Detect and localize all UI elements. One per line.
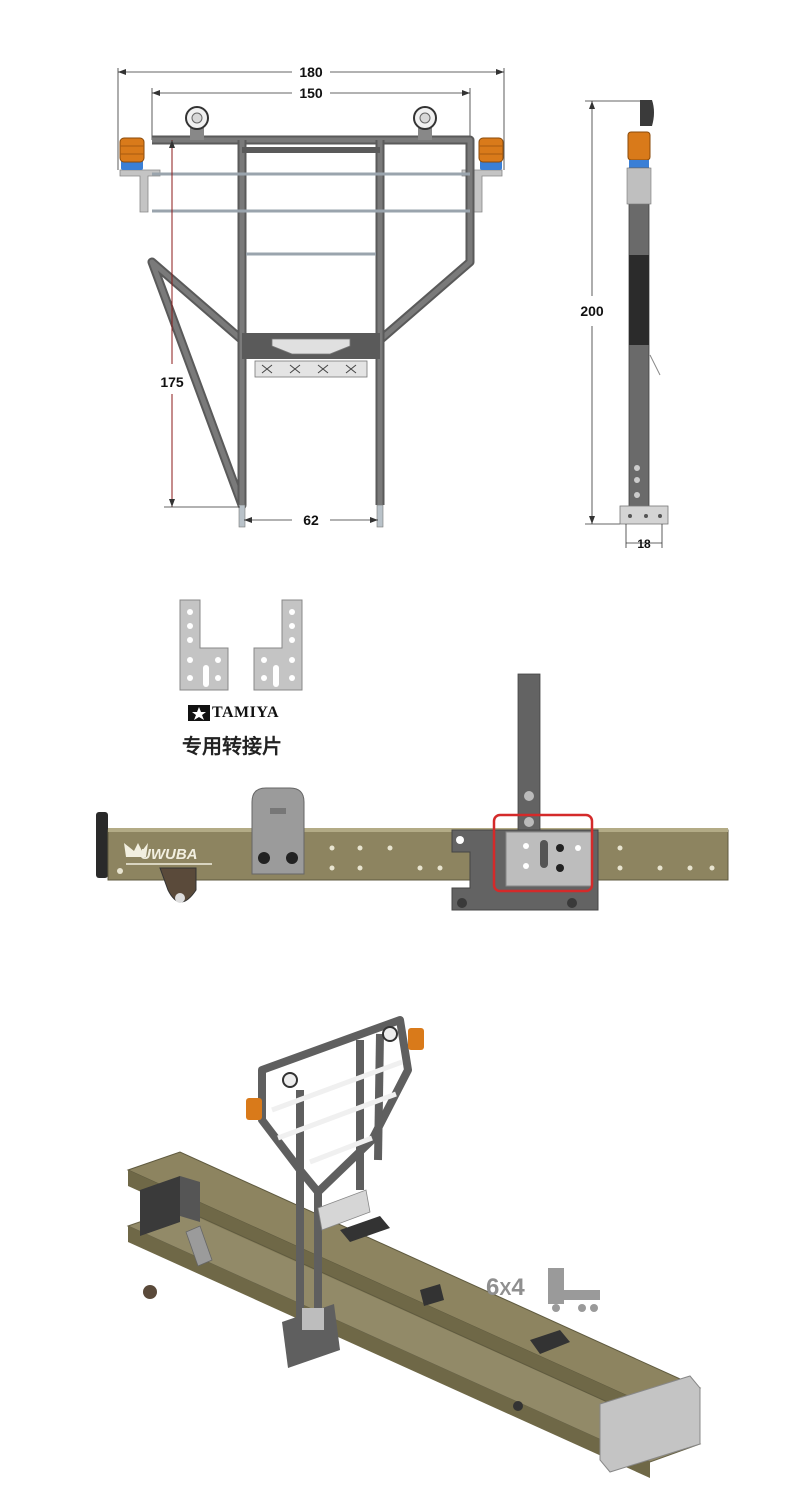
adapter-panel: UWUBA TAMIYA 专用转接片 <box>0 570 800 930</box>
dimension-150: 150 <box>151 85 471 140</box>
iso-crossbars <box>271 1059 403 1165</box>
right-spotlight <box>413 106 437 140</box>
orthographic-views-panel: 180 150 <box>0 0 800 570</box>
dim-height-label: 175 <box>160 374 184 390</box>
dimension-62: 62 <box>244 512 378 528</box>
isometric-drawing <box>126 1016 702 1478</box>
iso-spotlight-left <box>282 1072 298 1088</box>
tamiya-star-icon <box>188 705 210 721</box>
iso-light-bracket <box>317 1189 371 1231</box>
light-bar-marks <box>261 364 357 374</box>
frame-leg-mount <box>451 673 599 911</box>
wheel-config-right: 4 <box>511 1274 525 1301</box>
front-bumper-bracket <box>599 1375 701 1473</box>
adapter-plate-right <box>253 599 303 691</box>
highlight-box <box>492 813 594 893</box>
iso-chassis-rails <box>126 1151 702 1478</box>
iso-ladder-frame <box>258 1016 412 1330</box>
wheel-config-left: 6 <box>486 1274 500 1301</box>
adapter-plate-left <box>179 599 229 691</box>
dimension-175: 175 <box>160 140 240 508</box>
dim-leg-spacing-label: 62 <box>303 512 319 528</box>
left-spotlight <box>185 106 209 140</box>
side-beacon <box>627 131 651 161</box>
left-leg-tip <box>238 504 246 528</box>
wheel-config-label: 6X4 <box>486 1274 525 1302</box>
side-spotlight <box>640 100 654 126</box>
front-side-drawing: 180 150 <box>117 64 669 551</box>
adapter-caption: 专用转接片 <box>182 734 282 758</box>
ladder-frame <box>147 135 475 510</box>
left-beacon <box>119 137 145 170</box>
side-view: 200 18 <box>580 100 669 551</box>
side-dim-height-label: 200 <box>580 303 604 319</box>
light-mount-plate <box>271 338 351 355</box>
light-bar-bracket <box>254 360 368 378</box>
dimension-180: 180 <box>117 64 505 170</box>
front-view: 180 150 <box>117 64 505 528</box>
adapter-drawing: UWUBA <box>96 599 729 911</box>
dim-frame-width-label: 150 <box>299 85 323 101</box>
tamiya-adapter-installed <box>505 831 593 887</box>
tamiya-brand-label: TAMIYA <box>212 704 280 721</box>
wheel-config-x: X <box>499 1279 512 1299</box>
side-dim-base-label: 18 <box>637 537 651 551</box>
dim-outer-width-label: 180 <box>299 64 323 80</box>
side-bracket <box>626 167 652 205</box>
iso-leg-mount <box>282 1304 340 1368</box>
side-base-plate <box>619 505 669 525</box>
iso-beacon-right <box>408 1028 424 1050</box>
right-leg-tip <box>376 504 384 528</box>
uwuba-logo-icon <box>124 843 148 857</box>
iso-beacon-left <box>246 1098 262 1120</box>
iso-spotlight-right <box>382 1026 398 1042</box>
left-side-bracket <box>119 169 161 213</box>
right-beacon <box>478 137 504 170</box>
chassis-rail: UWUBA <box>96 787 729 903</box>
truck-icon <box>548 1268 600 1312</box>
uwuba-logo-text: UWUBA <box>140 846 198 863</box>
isometric-panel: 6X4 <box>0 930 800 1493</box>
